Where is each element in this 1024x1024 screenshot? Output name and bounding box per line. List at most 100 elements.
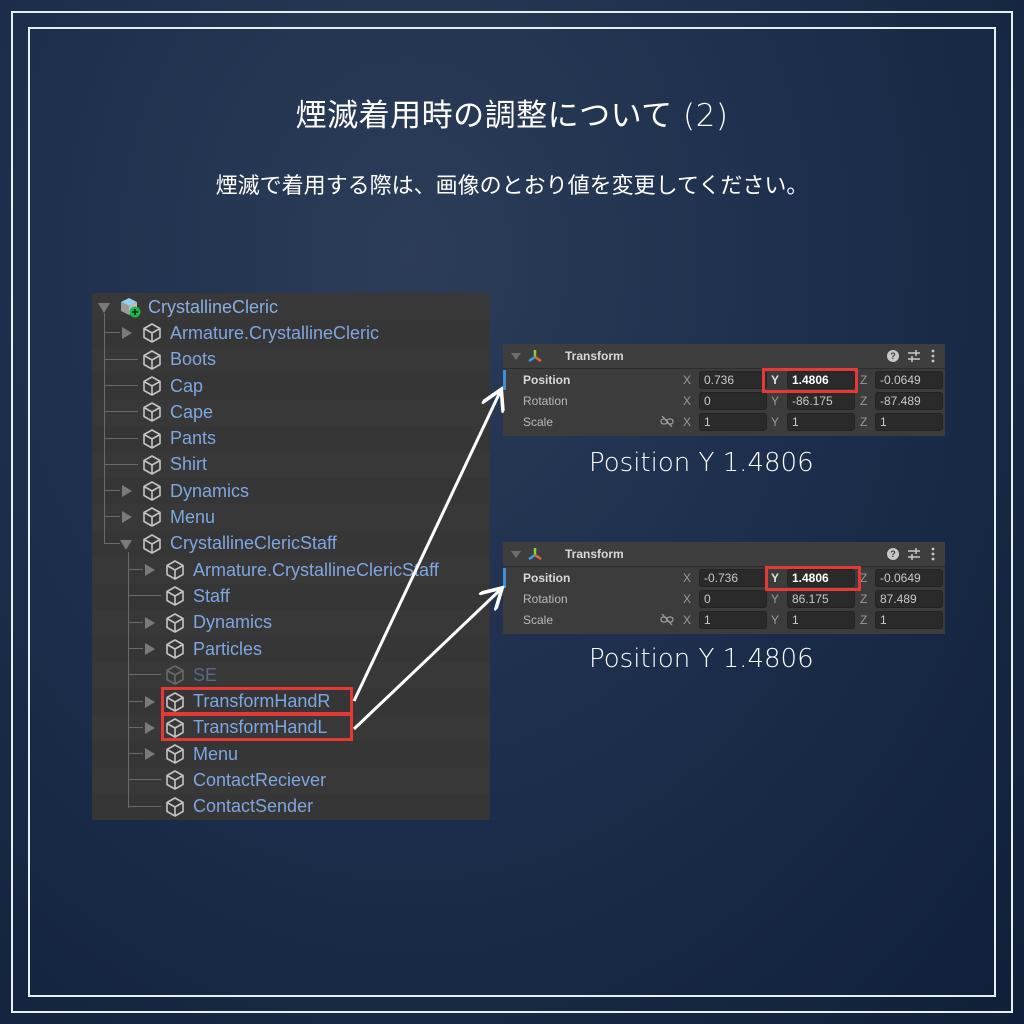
tree-guide-line [128,700,143,702]
hierarchy-item[interactable]: ContactReciever [92,767,490,793]
position-y-field[interactable]: 1.4806 [787,371,855,389]
position-z-field[interactable]: -0.0649 [875,371,943,389]
scale-z-field[interactable]: 1 [875,611,943,629]
hierarchy-item[interactable]: Particles [92,635,490,663]
hierarchy-item-label: TransformHandR [193,691,331,712]
hierarchy-item[interactable]: Armature.CrystallineCleric [92,320,490,347]
constrain-proportions-icon[interactable] [660,614,674,625]
fold-collapsed-icon[interactable] [145,616,155,629]
gameobject-cube-icon [164,664,186,686]
hierarchy-item-label: Menu [193,743,239,764]
scale-label: Scale [523,415,554,429]
tree-guide-line [128,621,143,623]
scale-z-field[interactable]: 1 [875,413,943,431]
caption-left: Position Y 1.4806 [589,644,814,674]
hierarchy-item-label: Shirt [170,454,208,475]
hierarchy-item-label: CrystallineClericStaff [170,533,337,554]
tree-guide-line [104,313,105,544]
arrow-handl-to-inspector [352,590,500,731]
gameobject-cube-icon [141,349,163,371]
constrain-proportions-icon[interactable] [660,416,674,427]
fold-collapsed-icon[interactable] [145,721,155,734]
hierarchy-item[interactable]: ContactSender [92,793,490,820]
hierarchy-item[interactable]: Cape [92,399,490,425]
hierarchy-item[interactable]: Cap [92,372,490,400]
rotation-z-field[interactable]: -87.489 [875,392,943,410]
hierarchy-item[interactable]: TransformHandR [92,688,490,715]
hierarchy-item[interactable]: Shirt [92,452,490,478]
more-options-icon[interactable] [931,547,935,561]
fold-expanded-icon[interactable] [120,539,132,550]
position-y-field[interactable]: 1.4806 [787,569,855,587]
scale-y-field[interactable]: 1 [787,413,855,431]
rotation-y-field[interactable]: -86.175 [787,392,855,410]
tree-guide-line [104,542,120,544]
hierarchy-root-item[interactable]: CrystallineCleric [92,294,490,320]
presets-icon[interactable] [907,350,921,362]
tree-guide-line [128,595,161,597]
hierarchy-item[interactable]: Menu [92,741,490,768]
hierarchy-item[interactable]: Armature.CrystallineClericStaff [92,557,490,583]
fold-collapsed-icon[interactable] [122,327,132,340]
hierarchy-item-label: Dynamics [193,612,273,633]
hierarchy-item[interactable]: Pants [92,425,490,452]
scale-x-field[interactable]: 1 [699,611,767,629]
hierarchy-item-label: SE [193,664,218,685]
component-header[interactable]: Transform ? [503,344,945,369]
fold-arrow-icon[interactable] [511,353,521,360]
hierarchy-item[interactable]: SE [92,662,490,688]
fold-collapsed-icon[interactable] [122,511,132,524]
axis-y-label: Y [771,592,780,606]
axis-y-label: Y [771,571,780,585]
fold-expanded-icon[interactable] [98,303,110,313]
hierarchy-item[interactable]: Staff [92,583,490,610]
position-x-field[interactable]: 0.736 [699,371,767,389]
axis-z-label: Z [860,415,868,429]
hierarchy-item[interactable]: Dynamics [92,610,490,636]
fold-collapsed-icon[interactable] [145,564,155,576]
fold-arrow-icon[interactable] [511,551,521,558]
position-row: Position X -0.736 Y 1.4806 Z -0.0649 [503,568,945,588]
fold-collapsed-icon[interactable] [145,642,155,655]
hierarchy-item-label: Armature.CrystallineClericStaff [193,559,439,580]
gameobject-cube-icon [164,796,186,818]
axis-x-label: X [683,394,692,408]
gameobject-cube-icon [164,769,186,791]
scale-x-field[interactable]: 1 [699,413,767,431]
axis-y-label: Y [771,613,780,627]
component-header[interactable]: Transform ? [503,542,945,567]
fold-collapsed-icon[interactable] [145,695,155,708]
hierarchy-item[interactable]: Boots [92,347,490,373]
gameobject-cube-icon [164,585,186,607]
hierarchy-item[interactable]: TransformHandL [92,715,490,741]
fold-collapsed-icon[interactable] [145,748,155,761]
gameobject-cube-icon [164,559,186,581]
fold-collapsed-icon[interactable] [122,485,132,498]
hierarchy-item-label: Cap [170,375,204,396]
presets-icon[interactable] [907,548,921,560]
help-icon[interactable]: ? [887,548,899,560]
gameobject-cube-icon [141,375,163,397]
hierarchy-item-label: Armature.CrystallineCleric [170,322,380,343]
help-icon[interactable]: ? [887,350,899,362]
highlight-box-position-y [765,566,861,591]
hierarchy-item[interactable]: Dynamics [92,478,490,505]
highlight-box-transform-hand [161,712,353,741]
hierarchy-item[interactable]: Menu [92,504,490,530]
slide-title: 煙滅着用時の調整について (2) [295,98,729,134]
rotation-label: Rotation [523,394,568,408]
position-x-field[interactable]: -0.736 [699,569,767,587]
position-z-field[interactable]: -0.0649 [875,569,943,587]
more-options-icon[interactable] [931,349,935,363]
scale-y-field[interactable]: 1 [787,611,855,629]
tree-guide-line [104,332,120,334]
highlight-box-position-y [762,368,858,393]
rotation-x-field[interactable]: 0 [699,392,767,410]
tree-guide-line [128,805,161,807]
hierarchy-item-label: Menu [170,507,216,528]
axis-y-label: Y [771,373,780,387]
rotation-z-field[interactable]: 87.489 [875,590,943,608]
rotation-x-field[interactable]: 0 [699,590,767,608]
tree-guide-line [104,358,138,360]
selection-indicator [503,370,506,390]
